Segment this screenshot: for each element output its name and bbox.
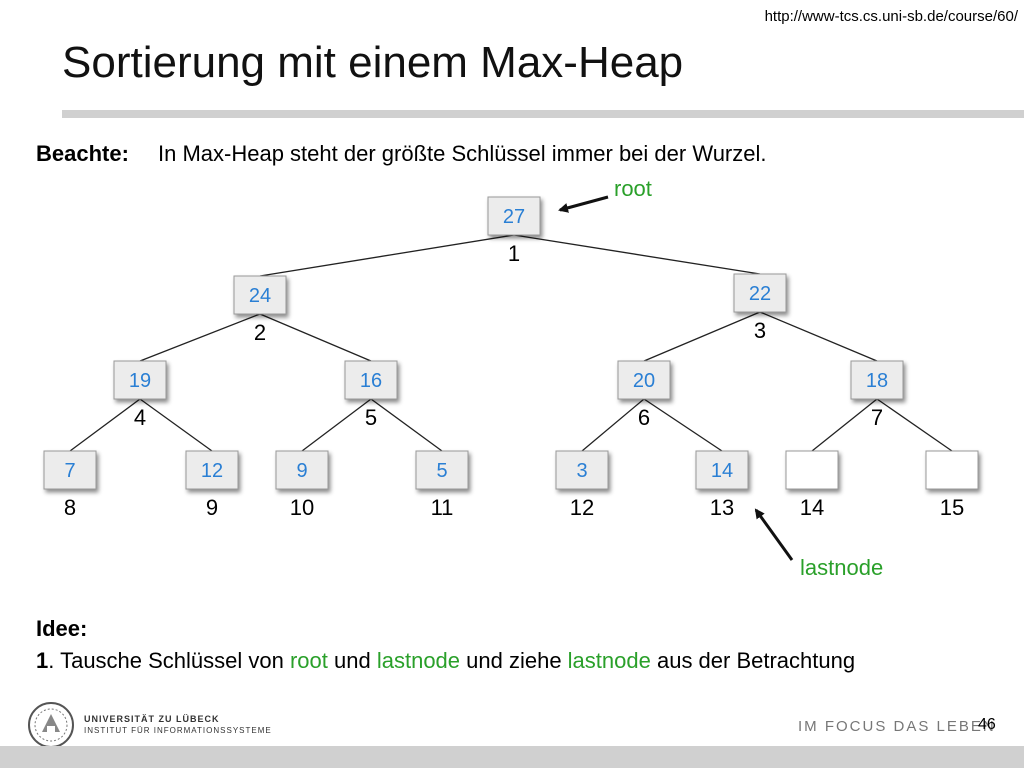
heap-node-key: 7: [64, 460, 75, 482]
tree-edge: [643, 311, 761, 362]
heap-node-index: 8: [64, 495, 76, 520]
tree-edge: [370, 398, 443, 452]
heap-node-index: 14: [800, 495, 824, 520]
idea-lastnode-term: lastnode: [376, 648, 461, 673]
title-divider: [62, 110, 1024, 118]
university-seal-logo: [28, 702, 74, 748]
heap-node-box: [850, 360, 904, 400]
heap-node-box: [275, 450, 329, 490]
heap-node-7: 18 7: [850, 360, 904, 430]
heap-node-12: 3 12: [555, 450, 609, 520]
heap-node-index: 4: [134, 405, 146, 430]
heap-node-key: 24: [249, 285, 271, 307]
heap-node-box: [487, 196, 541, 236]
tree-edge: [513, 234, 761, 275]
heap-node-box: [113, 360, 167, 400]
heap-node-8: 78: [43, 450, 97, 520]
idea-root-term: root: [289, 648, 328, 673]
heap-node-2: 24 2: [233, 275, 287, 345]
tree-edge: [811, 398, 878, 452]
tree-edge: [139, 398, 213, 452]
heap-node-index: 12: [570, 495, 594, 520]
heap-node-13: 14 13: [695, 450, 749, 520]
note-text: In Max-Heap steht der größte Schlüssel i…: [158, 141, 767, 166]
heap-node-box: [185, 450, 239, 490]
heap-node-1: 27 1: [487, 196, 541, 266]
tree-edge: [301, 398, 372, 452]
tree-edge: [259, 234, 515, 277]
tree-edge: [581, 398, 645, 452]
heap-node-box: [733, 273, 787, 313]
heap-node-index: 10: [290, 495, 314, 520]
university-name: UNIVERSITÄT ZU LÜBECK: [84, 714, 220, 724]
heap-node-11: 5 11: [415, 450, 469, 520]
heap-node-box: [344, 360, 398, 400]
tree-edge: [876, 398, 953, 452]
heap-node-4: 19 4: [113, 360, 167, 430]
slide-title: Sortierung mit einem Max-Heap: [62, 38, 684, 87]
footer-slogan: IM FOCUS DAS LEBEN: [798, 718, 996, 735]
heap-node-index: 2: [254, 320, 266, 345]
heap-node-index: 6: [638, 405, 650, 430]
heap-node-key: 18: [866, 370, 888, 392]
heap-node-index: 13: [710, 495, 734, 520]
heap-node-index: 1: [508, 241, 520, 266]
heap-node-key: 16: [360, 370, 382, 392]
heap-node-key: 27: [503, 206, 525, 228]
root-label: root: [614, 176, 652, 201]
source-url[interactable]: http://www-tcs.cs.uni-sb.de/course/60/: [764, 8, 1018, 25]
idea-step-1: 1. Tausche Schlüssel von root und lastno…: [36, 648, 855, 674]
heap-node-key: 20: [633, 370, 655, 392]
heap-node-index: 3: [754, 318, 766, 343]
page-number: 46: [978, 716, 996, 733]
idea-step-text: und ziehe: [460, 648, 568, 673]
heap-node-key: 19: [129, 370, 151, 392]
heap-node-index: 11: [431, 495, 454, 520]
heap-node-box: [785, 450, 839, 490]
heap-node-15: 15: [925, 450, 979, 520]
heap-node-9: 12 9: [185, 450, 239, 520]
heap-node-box: [695, 450, 749, 490]
heap-node-6: 20 6: [617, 360, 671, 430]
heap-node-box: [233, 275, 287, 315]
idea-step-text: . Tausche Schlüssel von: [48, 648, 290, 673]
heap-node-key: 3: [576, 460, 587, 482]
heap-node-box: [43, 450, 97, 490]
tree-edge: [259, 313, 372, 362]
idea-step-text: und: [327, 648, 377, 673]
idea-lastnode-term: lastnode: [567, 648, 651, 673]
heap-node-key: 12: [201, 460, 223, 482]
heap-node-key: 5: [436, 460, 447, 482]
heap-node-key: 9: [296, 460, 307, 482]
heap-node-key: 22: [749, 283, 771, 305]
tree-edge: [643, 398, 723, 452]
root-arrow: [558, 195, 609, 213]
note-label: Beachte:: [36, 141, 129, 166]
heap-node-index: 5: [365, 405, 377, 430]
heap-node-box: [555, 450, 609, 490]
institute-name: INSTITUT FÜR INFORMATIONSSYSTEME: [84, 726, 272, 735]
tree-edge: [69, 398, 141, 452]
heap-node-14: 14: [785, 450, 839, 520]
heap-node-index: 9: [206, 495, 218, 520]
heap-node-index: 15: [940, 495, 964, 520]
idea-label: Idee:: [36, 616, 88, 641]
tree-edge: [139, 313, 261, 362]
heap-node-box: [617, 360, 671, 400]
heap-node-key: 14: [711, 460, 733, 482]
heap-node-5: 16 5: [344, 360, 398, 430]
tree-edge: [759, 311, 878, 362]
heap-node-box: [415, 450, 469, 490]
heap-node-index: 7: [871, 405, 883, 430]
lastnode-label: lastnode: [800, 555, 883, 580]
footer-bar: [0, 746, 1024, 768]
idea-step-text: aus der Betrachtung: [650, 648, 856, 673]
lastnode-arrow: [754, 508, 794, 561]
heap-node-3: 22 3: [733, 273, 787, 343]
idea-step-number: 1: [36, 648, 49, 673]
heap-node-box: [925, 450, 979, 490]
heap-node-10: 9 10: [275, 450, 329, 520]
